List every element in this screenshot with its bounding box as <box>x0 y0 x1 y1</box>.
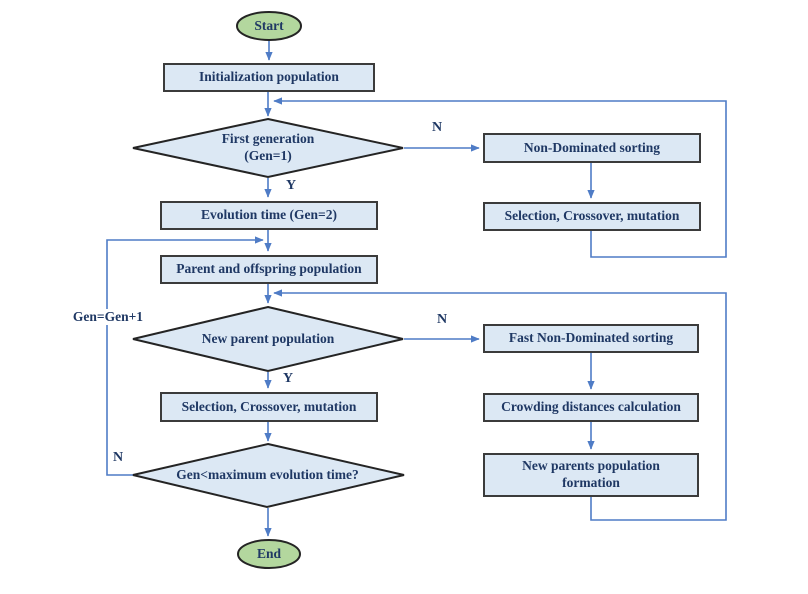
node-parent-offspring-population: Parent and offspring population <box>160 255 378 284</box>
node-initialization-population: Initialization population <box>163 63 375 92</box>
node-label: Initialization population <box>199 69 339 85</box>
diamond-new-parent-population <box>132 305 404 373</box>
edge-gen-check-no-increment-loop <box>106 236 264 476</box>
node-label-line1: New parents population <box>522 458 660 474</box>
node-evolution-time: Evolution time (Gen=2) <box>160 201 378 230</box>
terminal-end-shape <box>237 539 301 569</box>
diamond-gen-check <box>132 442 405 509</box>
node-label: Crowding distances calculation <box>501 399 681 415</box>
node-label: Evolution time (Gen=2) <box>201 207 337 223</box>
node-label: Selection, Crossover, mutation <box>504 208 680 224</box>
node-new-parents-population-formation: New parents population formation <box>483 453 699 497</box>
node-fast-non-dominated-sorting: Fast Non-Dominated sorting <box>483 324 699 353</box>
branch-label-first-gen-yes: Y <box>286 178 297 193</box>
terminal-start-shape <box>236 11 302 41</box>
node-label: Non-Dominated sorting <box>523 139 661 155</box>
edge-scm-right-return-loop <box>273 97 727 258</box>
branch-label-first-gen-no: N <box>432 120 443 135</box>
branch-label-gen-check-no: N <box>113 450 124 465</box>
branch-label-new-parent-yes: Y <box>283 371 294 386</box>
node-non-dominated-sorting: Non-Dominated sorting <box>483 133 701 163</box>
edge-formation-return-loop <box>273 289 727 521</box>
node-label: Selection, Crossover, mutation <box>181 398 357 414</box>
node-selection-crossover-mutation-right: Selection, Crossover, mutation <box>483 202 701 231</box>
node-label: Parent and offspring population <box>176 261 362 277</box>
node-crowding-distances-calculation: Crowding distances calculation <box>483 393 699 422</box>
node-label-line2: formation <box>562 475 620 490</box>
node-label: Fast Non-Dominated sorting <box>508 330 674 346</box>
loop-label-gen-increment: Gen=Gen+1 <box>65 309 151 325</box>
node-selection-crossover-mutation-left: Selection, Crossover, mutation <box>160 392 378 422</box>
branch-label-new-parent-no: N <box>437 312 448 327</box>
diamond-first-generation <box>132 117 404 179</box>
